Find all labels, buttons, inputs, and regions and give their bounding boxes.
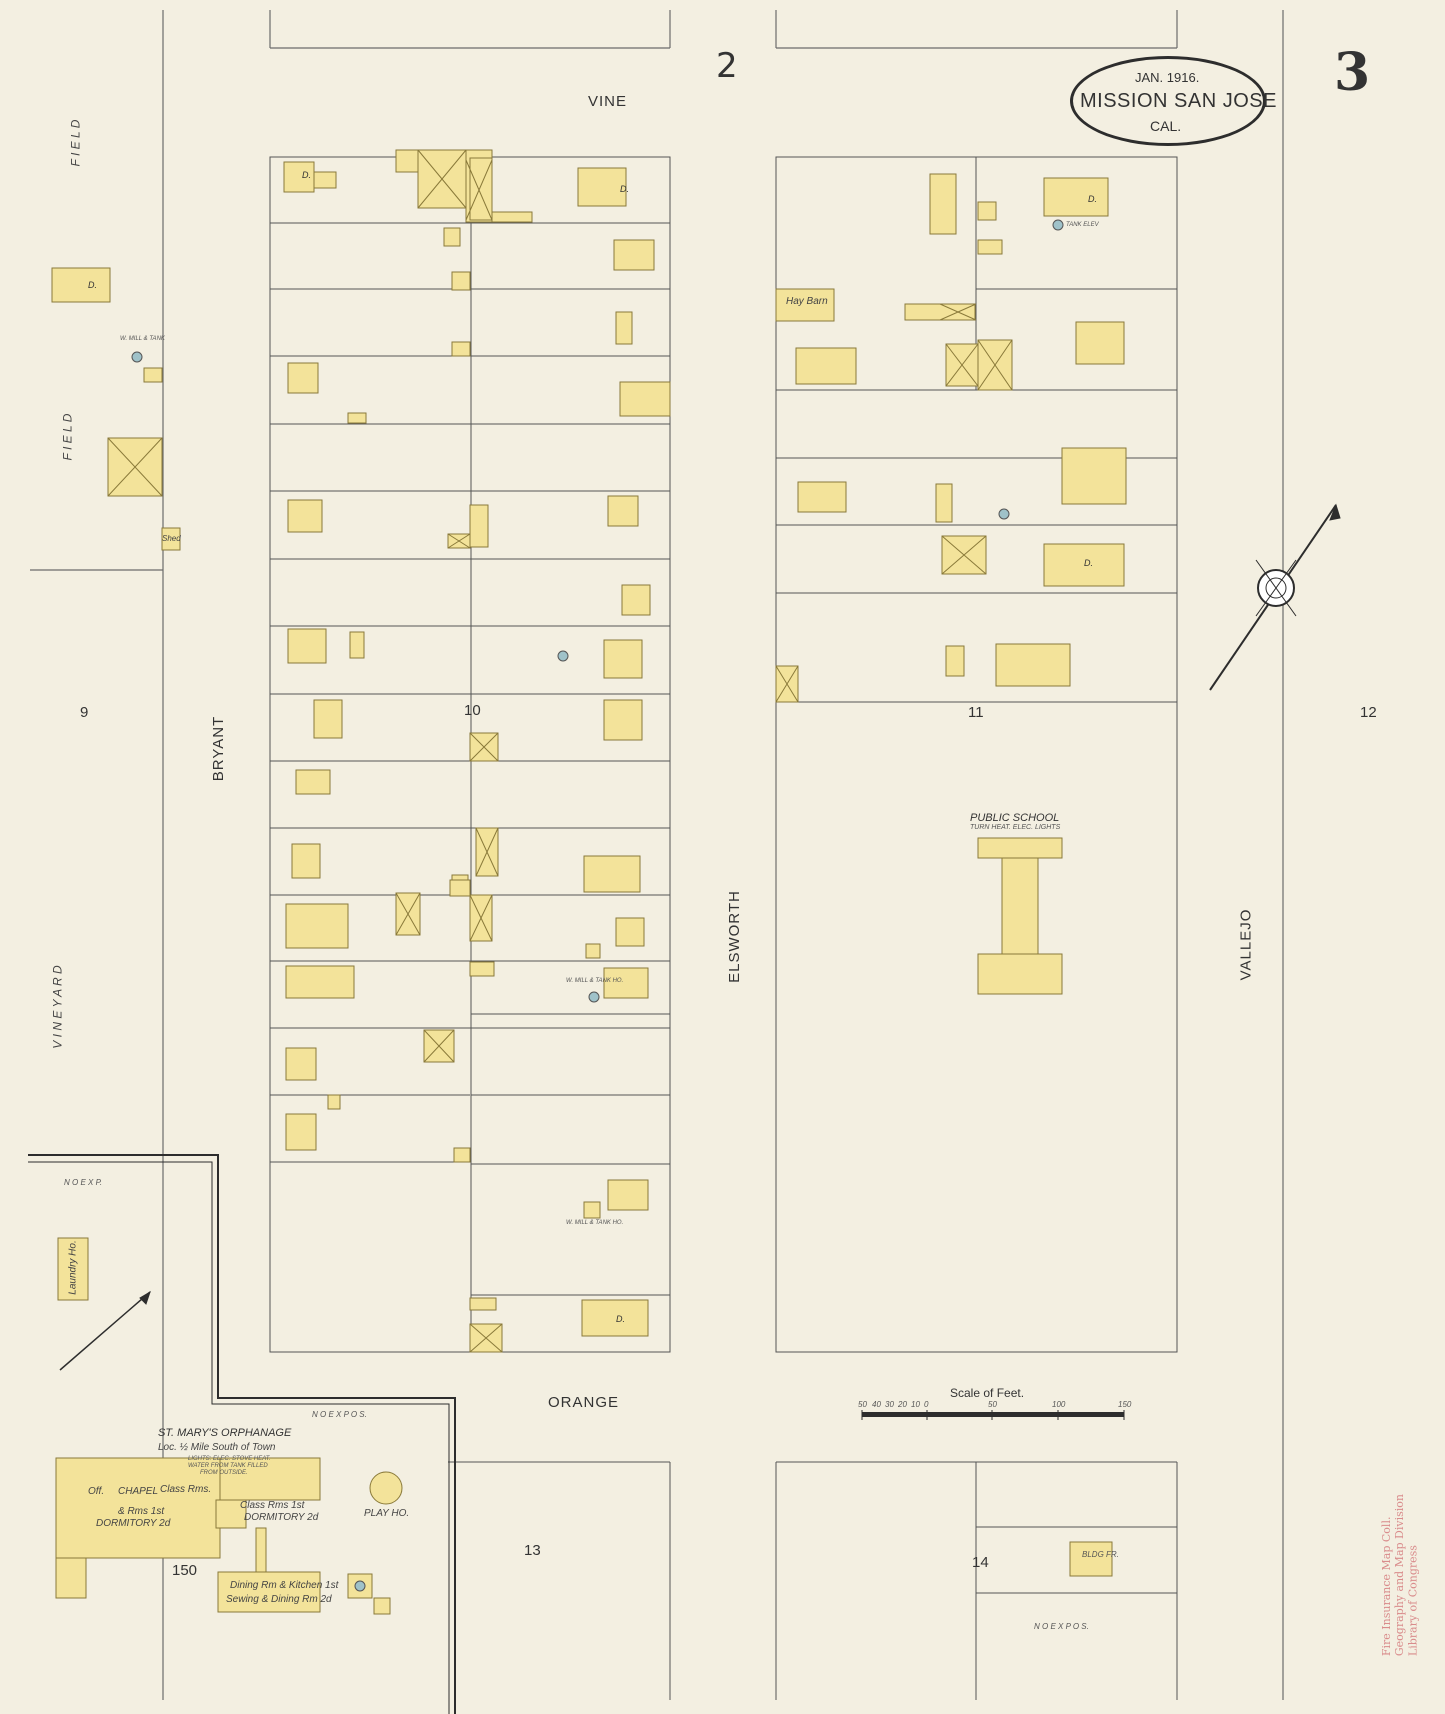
block-13-14 [448,1461,1178,1700]
library-stamp: Fire Insurance Map Coll. Geography and M… [1380,1494,1420,1656]
label-laundry: Laundry Ho. [67,1240,79,1295]
label-no-expos-bottom: N O E X P O S. [1034,1622,1089,1631]
block-number-9: 9 [80,704,89,721]
scale-tick-1: 40 [872,1400,881,1409]
street-vallejo: VALLEJO [1237,908,1255,981]
label-public-school: PUBLIC SCHOOL [970,812,1060,824]
block-number-11: 11 [968,704,984,721]
label-dwelling-3: D. [620,184,629,194]
label-sewing: Sewing & Dining Rm 2d [226,1594,332,1605]
label-w-mill-tank-ho: W. MILL & TANK HO. [566,978,624,984]
scale-tick-8: 150 [1118,1400,1132,1409]
label-public-school-note: TURN HEAT. ELEC. LIGHTS [970,824,1061,831]
scale-tick-0: 50 [858,1400,867,1409]
label-class-rms: Class Rms. [160,1484,212,1495]
label-dwelling-4: D. [1088,194,1097,204]
scale-tick-5: 0 [924,1400,929,1409]
label-bldg-fr: BLDG FR. [1082,1550,1119,1559]
label-play-ho: PLAY HO. [364,1508,410,1519]
stamp-line-2: Geography and Map Division [1393,1494,1407,1657]
block-11 [775,156,1178,1353]
label-orphanage-location: Loc. ½ Mile South of Town [158,1442,276,1453]
label-dwelling-6: D. [616,1314,625,1324]
street-lines [30,10,1284,1700]
block-number-14: 14 [972,1554,989,1571]
map-town: MISSION SAN JOSE [1080,90,1277,112]
orphanage-inset-border [28,1154,456,1714]
label-off: Off. [88,1486,105,1497]
crossed-structures [107,149,1013,1353]
label-no-exp: N O E X P. [64,1178,103,1187]
label-dormitory-2nd: DORMITORY 2d [244,1512,319,1523]
label-hay-barn: Hay Barn [786,296,828,307]
label-w-mill-tank-ho-2: W. MILL & TANK HO. [566,1220,624,1226]
label-orphanage-title: ST. MARY'S ORPHANAGE [158,1427,292,1439]
stamp-line-3: Library of Congress [1406,1545,1420,1657]
scale-tick-4: 10 [911,1400,920,1409]
label-tank-elev: TANK ELEV [1066,222,1099,228]
map-date: JAN. 1916. [1135,70,1200,85]
label-windmill-tank: W. MILL & TANK [120,336,165,342]
block-number-12: 12 [1360,704,1377,721]
label-field-side: F I E L D [60,413,75,461]
map-state: CAL. [1150,118,1182,134]
scale-bar [861,1410,1125,1420]
street-elsworth: ELSWORTH [725,890,743,983]
label-field-top: F I E L D [68,119,83,167]
street-vine: VINE [588,93,628,110]
label-shed: Shed [162,534,181,543]
block-number-150: 150 [172,1562,198,1579]
scale-tick-2: 30 [885,1400,894,1409]
sheet-number: 3 [1334,42,1371,103]
tanks [131,219,1064,1592]
label-vineyard: V I N E Y A R D [50,965,65,1049]
label-class-rms-1st: Class Rms 1st [240,1500,305,1511]
scale-tick-3: 20 [898,1400,907,1409]
stamp-line-1: Fire Insurance Map Coll. [1380,1516,1393,1657]
label-dormitory-2: DORMITORY 2d [96,1518,171,1529]
street-bryant: BRYANT [210,715,228,782]
label-chapel: CHAPEL [118,1486,159,1497]
scale-title: Scale of Feet. [950,1386,1025,1400]
label-dwelling-5: D. [1084,558,1093,568]
label-rms-1st: & Rms 1st [118,1506,165,1517]
scale-tick-7: 100 [1052,1400,1066,1409]
label-orphanage-note-1: LIGHTS: ELEC. STOVE HEAT. [188,1456,271,1462]
block-number-13: 13 [524,1542,541,1559]
scale-tick-6: 50 [988,1400,997,1409]
street-orange: ORANGE [548,1394,620,1411]
block-number-10: 10 [464,702,481,719]
label-orphanage-note-3: FROM OUTSIDE. [200,1470,248,1476]
sheet-prev-number: 2 [716,46,738,86]
label-dwelling-2: D. [302,170,311,180]
orphanage-north-arrow-icon [59,1290,151,1371]
label-no-expos: N O E X P O S. [312,1410,367,1419]
label-dining: Dining Rm & Kitchen 1st [230,1580,339,1591]
label-dwelling-1: D. [88,280,97,290]
north-arrow-icon [1209,503,1341,691]
title-cartouche [1070,56,1266,146]
label-orphanage-note-2: WATER FROM TANK FILLED [188,1463,268,1469]
